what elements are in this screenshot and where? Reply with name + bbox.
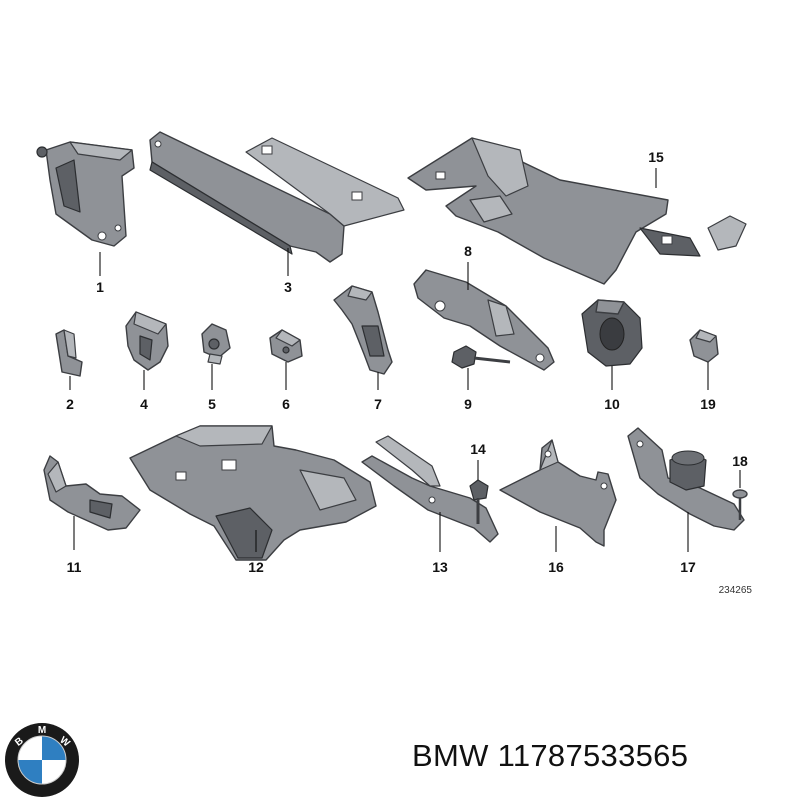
callout-12: 12 (248, 559, 264, 575)
part-9-bolt (451, 345, 511, 369)
callout-6: 6 (282, 396, 290, 412)
callout-14: 14 (470, 441, 486, 457)
part-number: 11787533565 (497, 738, 689, 773)
part-8-bracket (413, 269, 555, 371)
callout-19: 19 (700, 396, 716, 412)
callout-10: 10 (604, 396, 620, 412)
part-4-clip (125, 311, 169, 371)
part-1-bracket (36, 141, 135, 247)
part-12-holder (129, 425, 377, 561)
callout-2: 2 (66, 396, 74, 412)
drawing-number: 234265 (719, 585, 753, 596)
callout-9: 9 (464, 396, 472, 412)
part-13-bracket (361, 435, 499, 543)
callout-8: 8 (464, 243, 472, 259)
part-5-clip (201, 323, 231, 365)
part-17-bracket (627, 427, 745, 531)
bmw-logo: B M W (5, 723, 79, 797)
part-16-bracket (499, 439, 617, 547)
callout-11: 11 (67, 559, 82, 575)
callout-5: 5 (208, 396, 216, 412)
part-7-clamp (333, 285, 393, 375)
brand-name: BMW (412, 738, 489, 773)
part-14-bolt (469, 479, 489, 524)
part-11-holder (43, 455, 141, 531)
part-3-bracket (149, 131, 405, 263)
part-19-clip (689, 329, 719, 363)
callout-18: 18 (732, 453, 748, 469)
callout-16: 16 (548, 559, 564, 575)
callout-17: 17 (680, 559, 696, 575)
logo-quadrant-bl (18, 760, 42, 784)
callout-7: 7 (374, 396, 382, 412)
callout-15: 15 (648, 149, 664, 165)
logo-letter-m: M (38, 725, 46, 736)
part-2-clip (55, 329, 83, 377)
brand-part-line: BMW 11787533565 (412, 738, 688, 774)
callout-13: 13 (432, 559, 448, 575)
part-15-bracket (407, 137, 747, 285)
part-6-clip (269, 329, 303, 363)
callout-1: 1 (96, 279, 104, 295)
part-18-screw (732, 489, 748, 520)
part-10-mount (581, 299, 643, 367)
logo-quadrant-tr (42, 736, 66, 760)
callout-4: 4 (140, 396, 148, 412)
callout-3: 3 (284, 279, 292, 295)
